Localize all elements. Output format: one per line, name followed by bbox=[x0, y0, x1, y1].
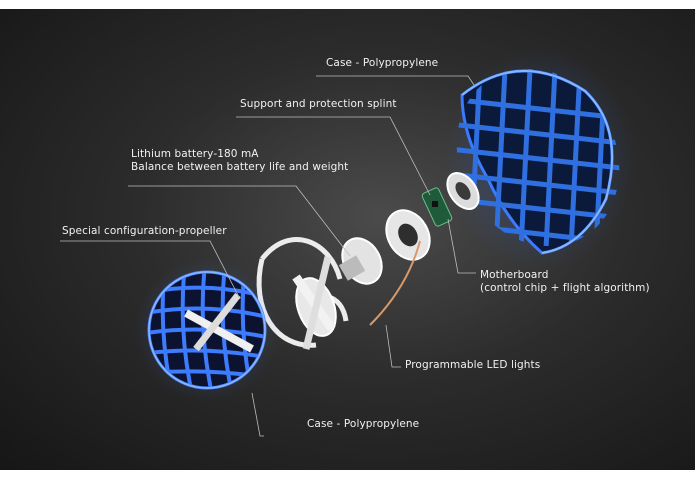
exploded-view-stage: Case - Polypropylene Support and protect… bbox=[0, 9, 695, 470]
case-top-shell bbox=[445, 49, 635, 270]
label-case-top: Case - Polypropylene bbox=[326, 57, 439, 69]
label-battery-line2: Balance between battery life and weight bbox=[131, 161, 349, 173]
label-motherboard-line1: Motherboard bbox=[480, 269, 549, 281]
label-propeller: Special configuration-propeller bbox=[62, 225, 227, 237]
led-ring bbox=[446, 171, 480, 211]
case-bottom-shell bbox=[135, 258, 279, 402]
motherboard-board bbox=[421, 187, 453, 227]
label-battery-line1: Lithium battery-180 mA bbox=[131, 148, 259, 160]
leader-lines bbox=[60, 75, 476, 437]
label-support-splint: Support and protection splint bbox=[240, 98, 397, 110]
propeller-assembly bbox=[256, 237, 349, 350]
label-motherboard-line2: (control chip + flight algorithm) bbox=[480, 282, 650, 294]
label-case-bottom: Case - Polypropylene bbox=[307, 418, 420, 430]
label-led-lights: Programmable LED lights bbox=[405, 359, 541, 371]
battery-housing bbox=[338, 237, 383, 285]
led-wire bbox=[369, 240, 421, 326]
support-splint bbox=[385, 209, 431, 261]
exploded-view-illustration bbox=[60, 49, 635, 437]
